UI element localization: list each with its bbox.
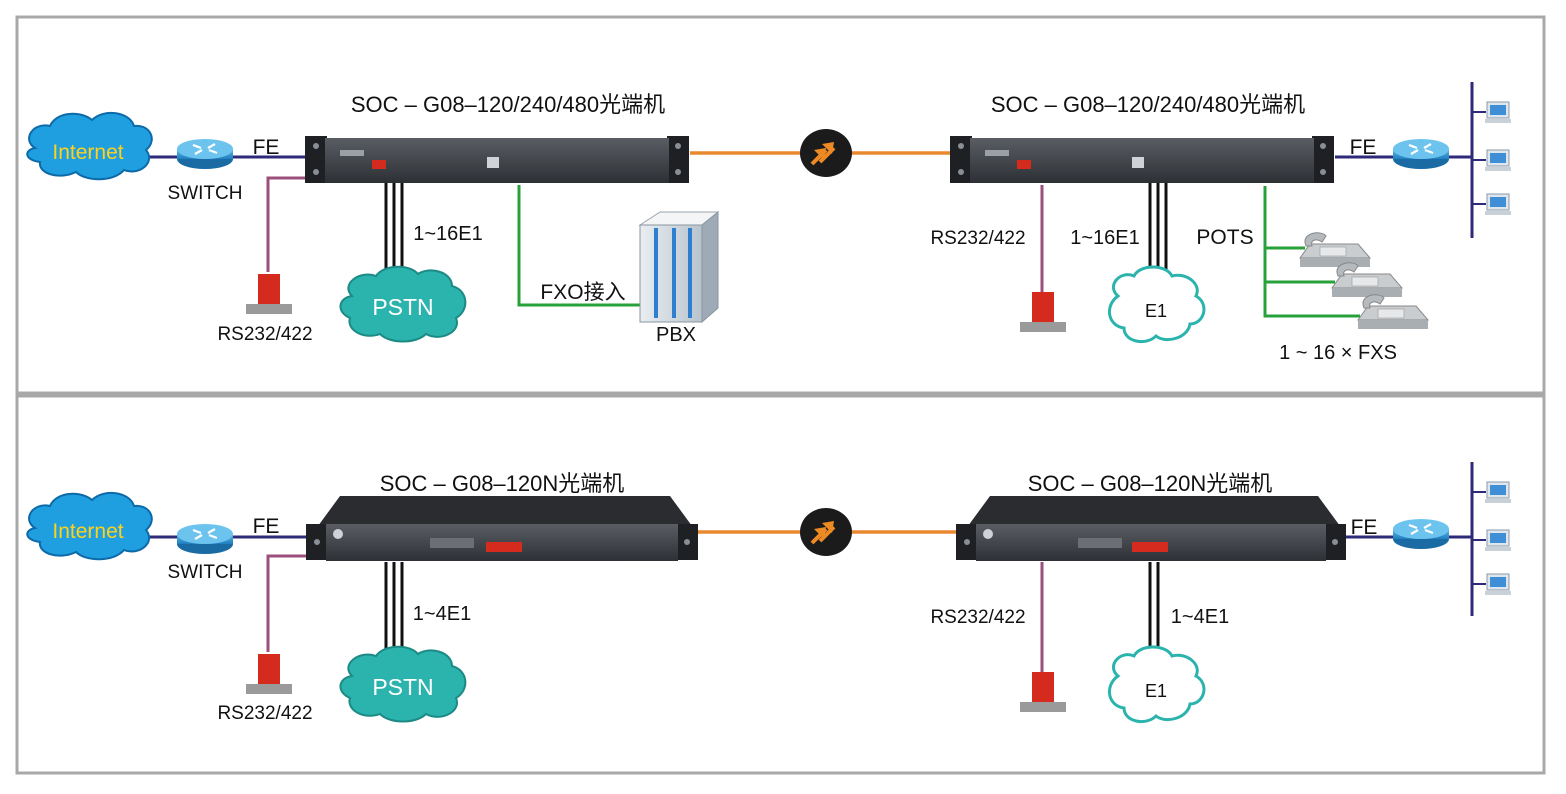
optical-terminal-right	[956, 496, 1346, 561]
fe-label-right: FE	[1351, 516, 1378, 539]
fe-label-right: FE	[1350, 136, 1377, 159]
router-icon	[175, 522, 235, 556]
fxo-label: FXO接入	[540, 281, 625, 304]
router-icon	[175, 137, 235, 171]
rs-label-left: RS232/422	[217, 324, 312, 345]
optical-terminal-right	[950, 136, 1334, 183]
pstn-label: PSTN	[372, 294, 433, 320]
internet-cloud: Internet	[26, 491, 153, 561]
computer-icon	[1484, 573, 1512, 596]
rs-label-right: RS232/422	[930, 228, 1025, 249]
serial-device-icon	[1020, 672, 1066, 712]
rs-label-right: RS232/422	[930, 607, 1025, 628]
optical-link-icon	[800, 129, 852, 177]
device-label-right: SOC – G08–120/240/480光端机	[991, 92, 1305, 117]
e1-label-left: 1~16E1	[413, 223, 483, 245]
router-icon	[1391, 137, 1451, 171]
e1-label-right: 1~16E1	[1070, 227, 1140, 249]
optical-terminal-left	[306, 496, 698, 561]
computer-icon	[1484, 529, 1512, 552]
device-label-right: SOC – G08–120N光端机	[1028, 471, 1273, 496]
internet-cloud: Internet	[26, 111, 153, 181]
internet-label: Internet	[52, 520, 123, 543]
e1-cloud: E1	[1108, 265, 1206, 344]
fxs-label: 1 ~ 16 × FXS	[1279, 342, 1397, 364]
pbx-label: PBX	[656, 324, 696, 346]
fxo-line	[517, 185, 640, 307]
pots-label: POTS	[1196, 226, 1253, 249]
rs-label-left: RS232/422	[217, 703, 312, 724]
switch-label: SWITCH	[168, 183, 243, 204]
pstn-cloud: PSTN	[339, 645, 467, 723]
pots-line	[1263, 186, 1360, 318]
e1-label-right: 1~4E1	[1171, 606, 1229, 628]
serial-device-icon	[1020, 292, 1066, 332]
serial-line-left	[266, 554, 310, 652]
switch-label: SWITCH	[168, 562, 243, 583]
serial-device-icon	[246, 274, 292, 314]
e1-label-left: 1~4E1	[413, 603, 471, 625]
panel-top: Internet SWITCH FE SOC – G08–120/240/480…	[26, 82, 1512, 364]
computer-icon	[1484, 101, 1512, 124]
panel-frame-top	[15, 15, 1546, 395]
e1-cloud-label: E1	[1145, 301, 1167, 321]
device-label-left: SOC – G08–120N光端机	[380, 471, 625, 496]
computer-icon	[1484, 193, 1512, 216]
serial-line-left	[266, 176, 305, 272]
pstn-label: PSTN	[372, 674, 433, 700]
e1-cloud: E1	[1108, 645, 1206, 724]
device-label-left: SOC – G08–120/240/480光端机	[351, 92, 665, 117]
pbx-cabinet-icon	[638, 210, 720, 324]
fe-label: FE	[253, 136, 280, 159]
internet-label: Internet	[52, 141, 123, 164]
panel-frame-bottom	[15, 394, 1546, 775]
fe-label: FE	[253, 515, 280, 538]
router-icon	[1391, 517, 1451, 551]
pstn-cloud: PSTN	[339, 265, 467, 343]
e1-cloud-label: E1	[1145, 681, 1167, 701]
serial-device-icon	[246, 654, 292, 694]
computer-icon	[1484, 149, 1512, 172]
optical-link-icon	[800, 508, 852, 556]
optical-terminal-left	[305, 136, 689, 183]
panel-bottom: Internet SWITCH FE SOC – G08–120N光端机 1~4…	[26, 462, 1512, 724]
computer-icon	[1484, 481, 1512, 504]
